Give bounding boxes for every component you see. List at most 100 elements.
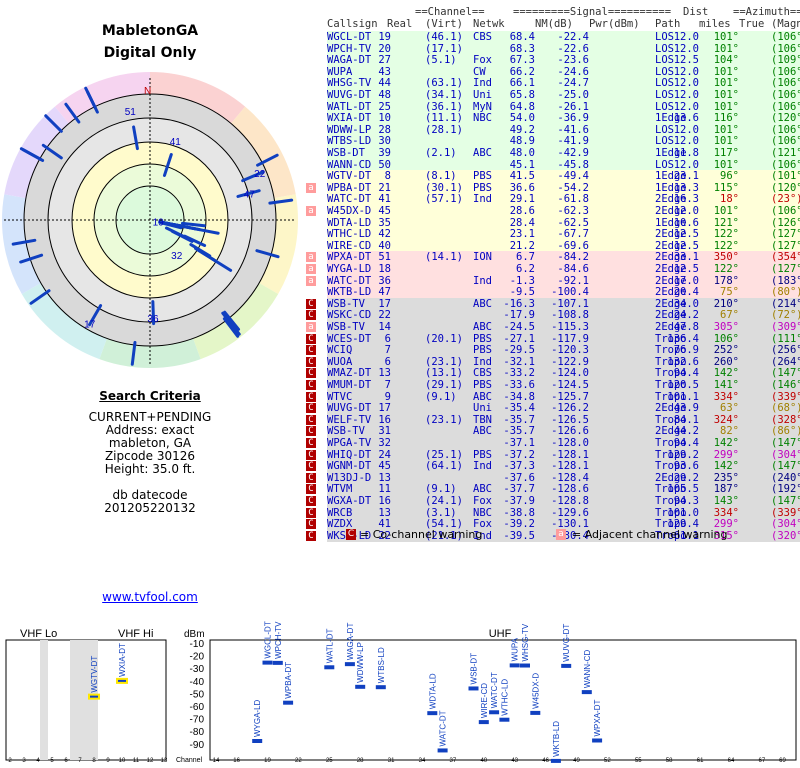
vhf-tick-label: 12 — [147, 758, 154, 764]
cell-nm: 6.2 — [516, 263, 535, 275]
cell-pwr: -84.2 — [557, 251, 589, 264]
cell-callsign: WPXA-DT — [327, 251, 372, 264]
header-true: True — [739, 18, 765, 30]
cell-callsign: WCES-DT — [327, 332, 372, 345]
uhf-tick-label: 28 — [357, 758, 364, 764]
station-spoke — [210, 257, 233, 272]
vhf-hi-label: VHF Hi — [118, 628, 153, 640]
cell-nm: 45.1 — [509, 158, 535, 171]
cell-magn: (126°) — [771, 216, 800, 229]
cell-virt: (14.1) — [425, 251, 463, 264]
y-tick-label: -30 — [190, 664, 205, 675]
cell-miles: 24.2 — [673, 309, 699, 322]
spectrum-marker — [468, 686, 479, 691]
spectrum-marker-label: WGCL-DT — [264, 621, 273, 658]
cell-path: 2Edge — [655, 263, 687, 275]
adjacent-warning-icon: a — [306, 252, 316, 263]
spectrum-marker-label: WANN-CD — [583, 650, 592, 689]
cell-real: 42 — [378, 228, 391, 241]
cell-netwk: Ind — [473, 460, 492, 473]
cell-netwk: NBC — [473, 506, 492, 519]
cell-callsign: WSB-DT — [327, 147, 365, 159]
cell-az: 101° — [713, 100, 739, 113]
warning-legend: C = Co-channel warning a = Adjacent chan… — [300, 528, 800, 542]
cell-nm: -39.5 — [503, 529, 535, 542]
cell-callsign: WELF-TV — [327, 413, 372, 426]
cell-path: Tropo — [655, 367, 687, 380]
cell-path: LOS — [655, 77, 674, 90]
uhf-label: UHF — [489, 628, 512, 640]
cell-callsign: WZDX — [327, 518, 353, 531]
station-spoke — [195, 227, 220, 235]
cell-miles: 34.0 — [673, 297, 699, 310]
cell-az: 121° — [713, 216, 739, 229]
cell-az: 101° — [713, 42, 739, 55]
cell-callsign: WSKC-CD — [327, 309, 372, 322]
cell-miles: 13.3 — [673, 181, 699, 194]
y-tick-label: -70 — [190, 715, 205, 726]
cell-az: 334° — [713, 506, 739, 519]
cell-netwk: CBS — [473, 31, 492, 43]
cell-pwr: -22.4 — [557, 31, 589, 43]
cell-path: 1Edge — [655, 147, 687, 159]
cell-nm: 66.2 — [509, 65, 535, 78]
cell-az: 141° — [713, 379, 739, 391]
cell-callsign: WYGA-LD — [327, 263, 372, 275]
cell-nm: 48.9 — [509, 135, 535, 148]
adjacent-warning-icon: a — [306, 182, 316, 193]
y-tick-label: -80 — [190, 727, 205, 738]
cell-netwk: Ind — [473, 274, 492, 287]
cell-virt: (24.1) — [425, 495, 463, 507]
vhf-lo-label: VHF Lo — [20, 628, 57, 640]
tvfool-link[interactable]: www.tvfool.com — [102, 590, 198, 604]
spectrum-marker — [272, 660, 283, 665]
cell-pwr: -67.7 — [557, 228, 589, 241]
cell-miles: 13.6 — [673, 112, 699, 125]
cell-nm: -27.1 — [503, 332, 535, 345]
cell-nm: -35.4 — [503, 402, 535, 415]
